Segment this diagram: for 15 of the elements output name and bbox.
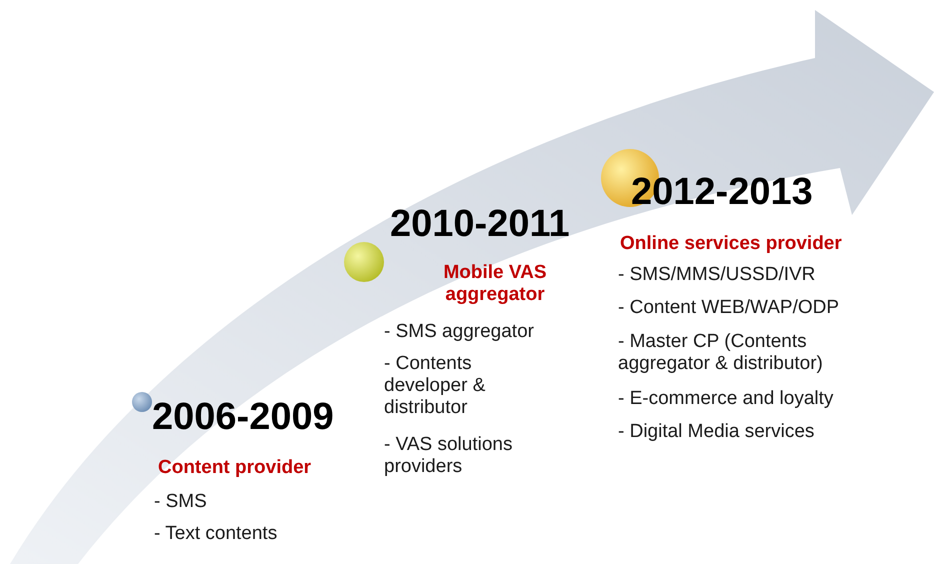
bullet-item: - Master CP (Contents aggregator & distributor) [618,331,824,375]
bullet-item: - SMS [154,491,207,513]
year-label: 2010-2011 [390,205,570,243]
bullet-item: - VAS solutions providers [384,434,514,478]
bullet-item: - SMS aggregator [384,321,534,343]
stage-heading: Online services provider [620,233,842,255]
bullet-item: - E-commerce and loyalty [618,388,834,410]
bullet-item: - Digital Media services [618,421,814,443]
year-label: 2006-2009 [152,398,334,436]
stage-heading: Mobile VAS aggregator [442,262,548,306]
stage-heading: Content provider [158,457,312,479]
bullet-item: - Content WEB/WAP/ODP [618,297,840,319]
bullet-item: - Text contents [154,523,278,545]
bullet-item: - SMS/MMS/USSD/IVR [618,264,816,286]
bullet-item: - Contents developer & distributor [384,353,486,419]
